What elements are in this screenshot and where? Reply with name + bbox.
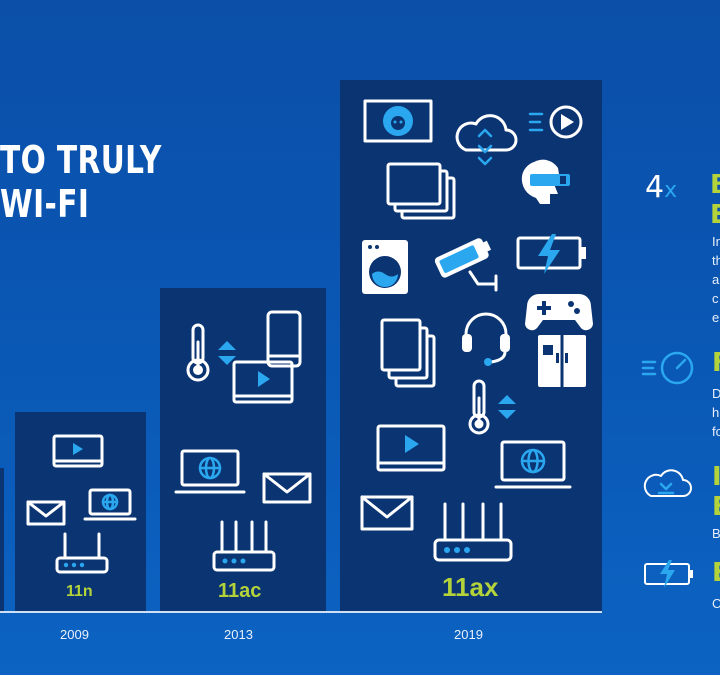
envelope-icon [26,500,66,526]
bar-2009 [15,412,146,612]
router-icon [55,532,109,574]
feature-2-title: F [712,348,720,378]
tablets-icon [386,162,456,220]
photo-frame-icon [363,99,433,143]
multiplier-number: 4 [645,170,665,205]
cloud-download-icon [643,469,692,497]
thermometer-icon [468,379,516,435]
gen-label-11ax: 11ax [442,572,499,602]
monitor-icon [52,434,104,468]
gen-label-11ac: 11ac [218,580,262,602]
router-icon [433,502,513,562]
battery-icon [644,560,693,588]
envelope-icon [360,495,414,531]
feature-1-title: B E [710,170,720,230]
headline-line1: TO TRULY [0,138,162,182]
refrigerator-icon [538,335,586,387]
play-icon [528,105,583,139]
monitor-icon [376,424,446,472]
feature-3-title: I E [712,462,720,522]
speedometer-icon [641,351,694,385]
laptop-globe-icon [83,488,137,521]
year-label-2009: 2009 [60,627,89,642]
year-label-2013: 2013 [224,627,253,642]
laptop-globe-icon [174,449,246,494]
feature-3-body: B [712,526,720,541]
headline-line2: WI-FI [0,182,90,226]
year-label-2019: 2019 [454,627,483,642]
feature-1-body: In th a c e [712,234,720,325]
feature-4-title: E [712,558,720,588]
phone-icon [266,310,302,368]
envelope-icon [262,472,312,504]
router-icon [212,520,276,572]
monitor-icon [232,360,294,404]
headline: TO TRULY WI-FI [0,138,162,226]
washing-machine-icon [362,240,408,294]
multiplier-suffix: x [664,178,678,203]
vr-headset-icon [521,159,570,204]
battery-icon [516,234,586,274]
bar-previous [0,468,4,612]
headset-icon [462,312,510,366]
feature-2-body: D h fo [712,386,720,439]
laptop-globe-icon [494,440,572,489]
gen-label-11n: 11n [66,583,93,600]
tablets-icon [380,318,436,388]
security-camera-icon [434,238,498,292]
multiplier: 4x [645,170,677,205]
feature-4-body: C [712,596,720,611]
gamepad-icon [525,294,593,331]
timeline-axis [0,611,602,613]
thermometer-icon [186,323,236,382]
cloud-icon [455,114,518,166]
